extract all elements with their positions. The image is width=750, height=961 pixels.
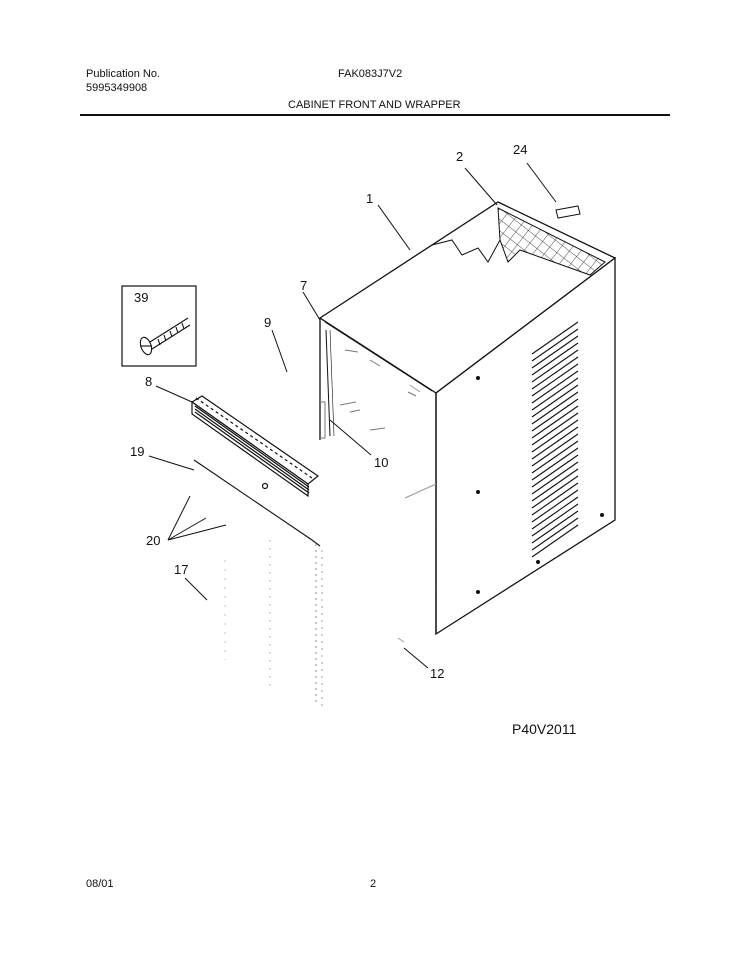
mounting-holes bbox=[476, 376, 604, 594]
callout-12: 12 bbox=[430, 666, 444, 681]
header-rule bbox=[80, 114, 670, 116]
section-title: CABINET FRONT AND WRAPPER bbox=[288, 99, 461, 111]
front-brackets bbox=[320, 349, 417, 439]
cabinet-edges-faint bbox=[397, 384, 437, 643]
page-number: 2 bbox=[370, 878, 377, 890]
callout-1: 1 bbox=[366, 191, 373, 206]
footer-date: 08/01 bbox=[86, 878, 114, 890]
front-grille bbox=[190, 395, 320, 498]
publication-number: 5995349908 bbox=[86, 82, 148, 94]
filter-grille bbox=[431, 207, 606, 276]
screw-icon bbox=[139, 317, 191, 356]
front-panel bbox=[193, 459, 323, 708]
callout-24: 24 bbox=[513, 142, 527, 157]
callout-19: 19 bbox=[130, 444, 144, 459]
side-louvers bbox=[531, 321, 579, 558]
publication-label: Publication No. bbox=[86, 68, 160, 80]
drawing-id: P40V2011 bbox=[512, 721, 577, 737]
callout-2: 2 bbox=[456, 149, 463, 164]
callout-7: 7 bbox=[300, 278, 307, 293]
model-number: FAK083J7V2 bbox=[338, 68, 403, 80]
screw-detail-box bbox=[121, 285, 197, 367]
callout-20: 20 bbox=[146, 533, 160, 548]
callout-8: 8 bbox=[145, 374, 152, 389]
callout-leaders bbox=[148, 162, 557, 669]
callout-9: 9 bbox=[264, 315, 271, 330]
part-label-decal bbox=[555, 205, 581, 219]
callout-39: 39 bbox=[134, 290, 148, 305]
callout-10: 10 bbox=[374, 455, 388, 470]
callout-17: 17 bbox=[174, 562, 188, 577]
